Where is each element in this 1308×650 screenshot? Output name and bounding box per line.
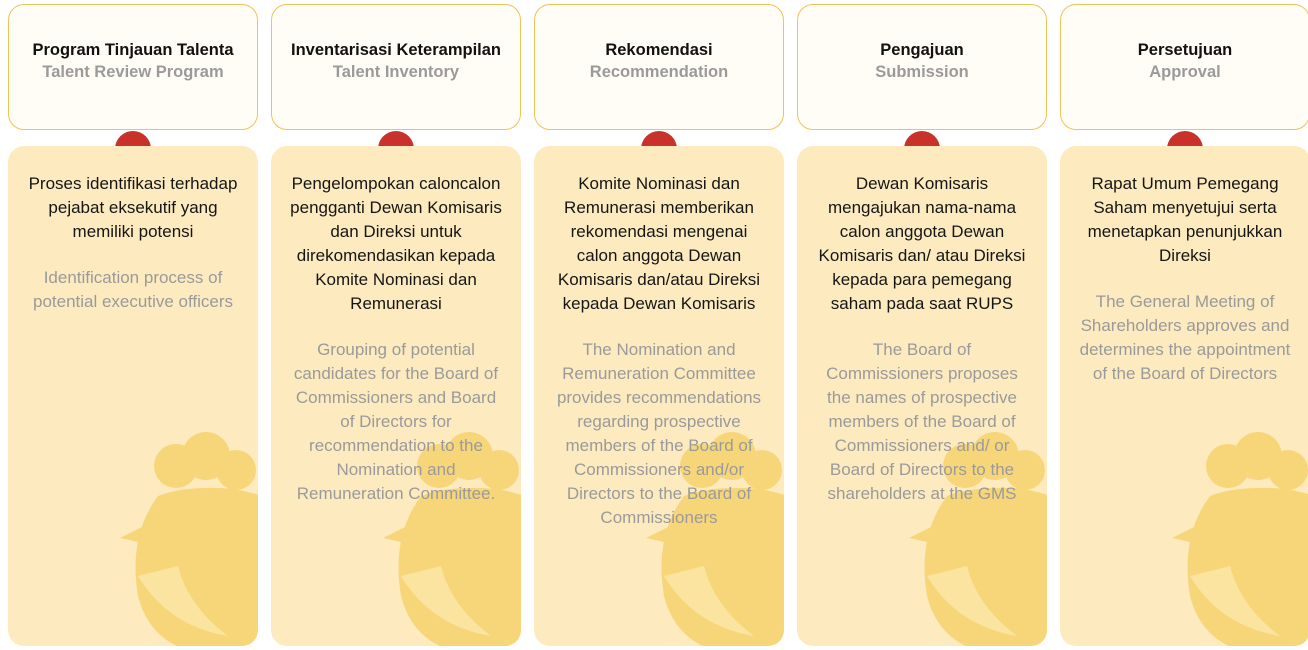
step-program-tinjauan-talenta: Program Tinjauan Talenta Talent Review P…: [8, 4, 258, 646]
connector-tab: [641, 131, 677, 149]
connector-tab: [378, 131, 414, 149]
step-card: Pengelompokan caloncalon pengganti Dewan…: [271, 146, 521, 646]
step-description-en: The Board of Commissioners proposes the …: [826, 340, 1018, 503]
step-description-id: Proses identifikasi terhadap pejabat eks…: [28, 174, 238, 241]
step-header: Program Tinjauan Talenta Talent Review P…: [8, 4, 258, 130]
step-card: Proses identifikasi terhadap pejabat eks…: [8, 146, 258, 646]
step-card: Rapat Umum Pemegang Saham menyetujui ser…: [1060, 146, 1308, 646]
step-subtitle: Submission: [875, 63, 969, 81]
step-subtitle: Talent Review Program: [42, 63, 224, 81]
rooster-watermark-icon: [120, 432, 258, 646]
connector-tab: [904, 131, 940, 149]
rooster-watermark-icon: [646, 432, 784, 646]
step-inventarisasi-keterampilan: Inventarisasi Keterampilan Talent Invent…: [271, 4, 521, 646]
step-title: Rekomendasi: [605, 41, 713, 59]
step-description-id: Pengelompokan caloncalon pengganti Dewan…: [290, 174, 502, 313]
rooster-watermark-icon: [909, 432, 1047, 646]
step-card: Komite Nominasi dan Remunerasi memberika…: [534, 146, 784, 646]
step-title: Inventarisasi Keterampilan: [290, 41, 501, 59]
step-subtitle: Approval: [1149, 63, 1221, 81]
step-title: Program Tinjauan Talenta: [32, 41, 234, 59]
step-subtitle: Talent Inventory: [332, 63, 460, 81]
step-description-en: Grouping of potential candidates for the…: [293, 340, 499, 503]
step-description-en: The Nomination and Remuneration Committe…: [556, 340, 762, 527]
step-subtitle: Recommendation: [589, 63, 729, 81]
step-description-en: Identification process of potential exec…: [32, 268, 234, 311]
step-pengajuan: Pengajuan Submission Dewan Komisaris men…: [797, 4, 1047, 646]
rooster-watermark-icon: [383, 432, 521, 646]
step-header: Rekomendasi Recommendation: [534, 4, 784, 130]
step-title: Pengajuan: [880, 41, 964, 59]
connector-tab: [115, 131, 151, 149]
step-title: Persetujuan: [1137, 41, 1233, 59]
connector-tab: [1167, 131, 1203, 149]
step-header: Pengajuan Submission: [797, 4, 1047, 130]
step-header: Inventarisasi Keterampilan Talent Invent…: [271, 4, 521, 130]
step-header: Persetujuan Approval: [1060, 4, 1308, 130]
step-description-id: Rapat Umum Pemegang Saham menyetujui ser…: [1087, 174, 1283, 265]
step-description-en: The General Meeting of Shareholders appr…: [1079, 292, 1291, 383]
rooster-watermark-icon: [1172, 432, 1308, 646]
step-description-id: Dewan Komisaris mengajukan nama-nama cal…: [818, 174, 1026, 313]
step-card: Dewan Komisaris mengajukan nama-nama cal…: [797, 146, 1047, 646]
step-persetujuan: Persetujuan Approval Rapat Umum Pemegang…: [1060, 4, 1308, 646]
step-rekomendasi: Rekomendasi Recommendation Komite Nomina…: [534, 4, 784, 646]
step-description-id: Komite Nominasi dan Remunerasi memberika…: [557, 174, 761, 313]
